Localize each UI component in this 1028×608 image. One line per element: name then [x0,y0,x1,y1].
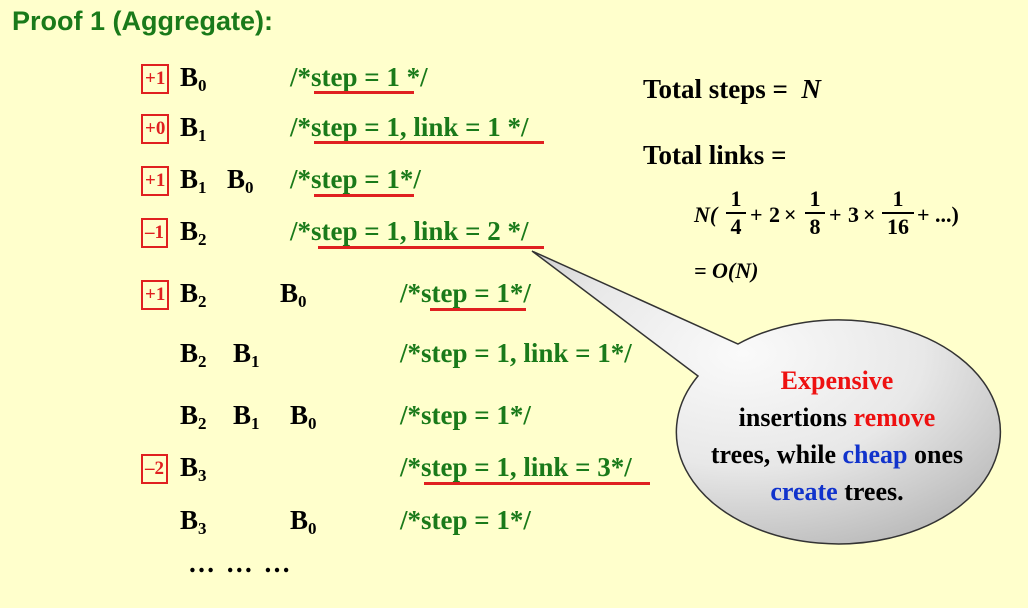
tree-label: B3 [180,452,207,485]
step-comment: /*step = 1 */ [290,62,428,92]
underline [318,246,544,249]
tree-label: B1 [180,112,207,145]
table-row: B2 B1 B0 /*step = 1*/ [0,400,640,440]
table-row: +1 B2 B0 /*step = 1*/ [0,278,640,318]
page-title: Proof 1 (Aggregate): [12,6,274,36]
tree-label: B0 [290,505,317,538]
tree-label: B2 [180,278,207,311]
cost-badge: +1 [141,166,170,196]
tree-label: B0 [180,62,207,95]
table-row: +1 B0 /*step = 1 */ [0,62,640,102]
tree-label: B0 [290,400,317,433]
table-row: +1 B1 B0 /*step = 1*/ [0,164,640,204]
table-row: –2 B3 /*step = 1, link = 3*/ [0,452,660,492]
tree-label: B2 [180,400,207,433]
underline [314,141,544,144]
step-comment: /*step = 1*/ [290,164,421,194]
total-links-label: Total links = [643,140,787,170]
step-comment: /*step = 1, link = 3*/ [400,452,632,482]
step-comment: /*step = 1, link = 1 */ [290,112,529,142]
ellipsis: … … … [188,548,293,578]
table-row: –1 B2 /*step = 1, link = 2 */ [0,216,640,256]
tree-label: B3 [180,505,207,538]
step-comment: /*step = 1*/ [400,278,531,308]
tree-label: B1 [233,338,260,371]
step-comment: /*step = 1, link = 2 */ [290,216,529,246]
callout-text: Expensive insertions remove trees, while… [710,366,964,506]
plus-sign: + [829,202,842,227]
tree-label: B2 [180,216,207,249]
cost-badge: +1 [141,280,170,310]
cost-badge: +1 [141,64,170,94]
table-row: +0 B1 /*step = 1, link = 1 */ [0,112,640,152]
tree-label: B0 [227,164,254,197]
formula-result: = O(N) [694,258,759,283]
cost-badge: +0 [141,114,170,144]
times-sign: × [784,202,797,227]
step-comment: /*step = 1, link = 1*/ [400,338,632,368]
coefficient: 2 [769,202,780,227]
underline [430,308,526,311]
coefficient: 3 [848,202,859,227]
formula-prefix: N( [694,202,718,227]
tree-label: B2 [180,338,207,371]
cost-badge: –1 [141,218,168,248]
tree-label: B0 [280,278,307,311]
underline [424,482,650,485]
step-comment: /*step = 1*/ [400,400,531,430]
formula-tail: + ...) [917,202,959,227]
plus-sign: + [750,202,763,227]
underline [314,91,414,94]
tree-label: B1 [233,400,260,433]
total-steps: Total steps = N [643,74,821,104]
times-sign: × [863,202,876,227]
table-row: B3 B0 /*step = 1*/ [0,505,640,545]
cost-badge: –2 [141,454,168,484]
tree-label: B1 [180,164,207,197]
underline [314,194,414,197]
table-row: B2 B1 /*step = 1, link = 1*/ [0,338,680,378]
step-comment: /*step = 1*/ [400,505,531,535]
